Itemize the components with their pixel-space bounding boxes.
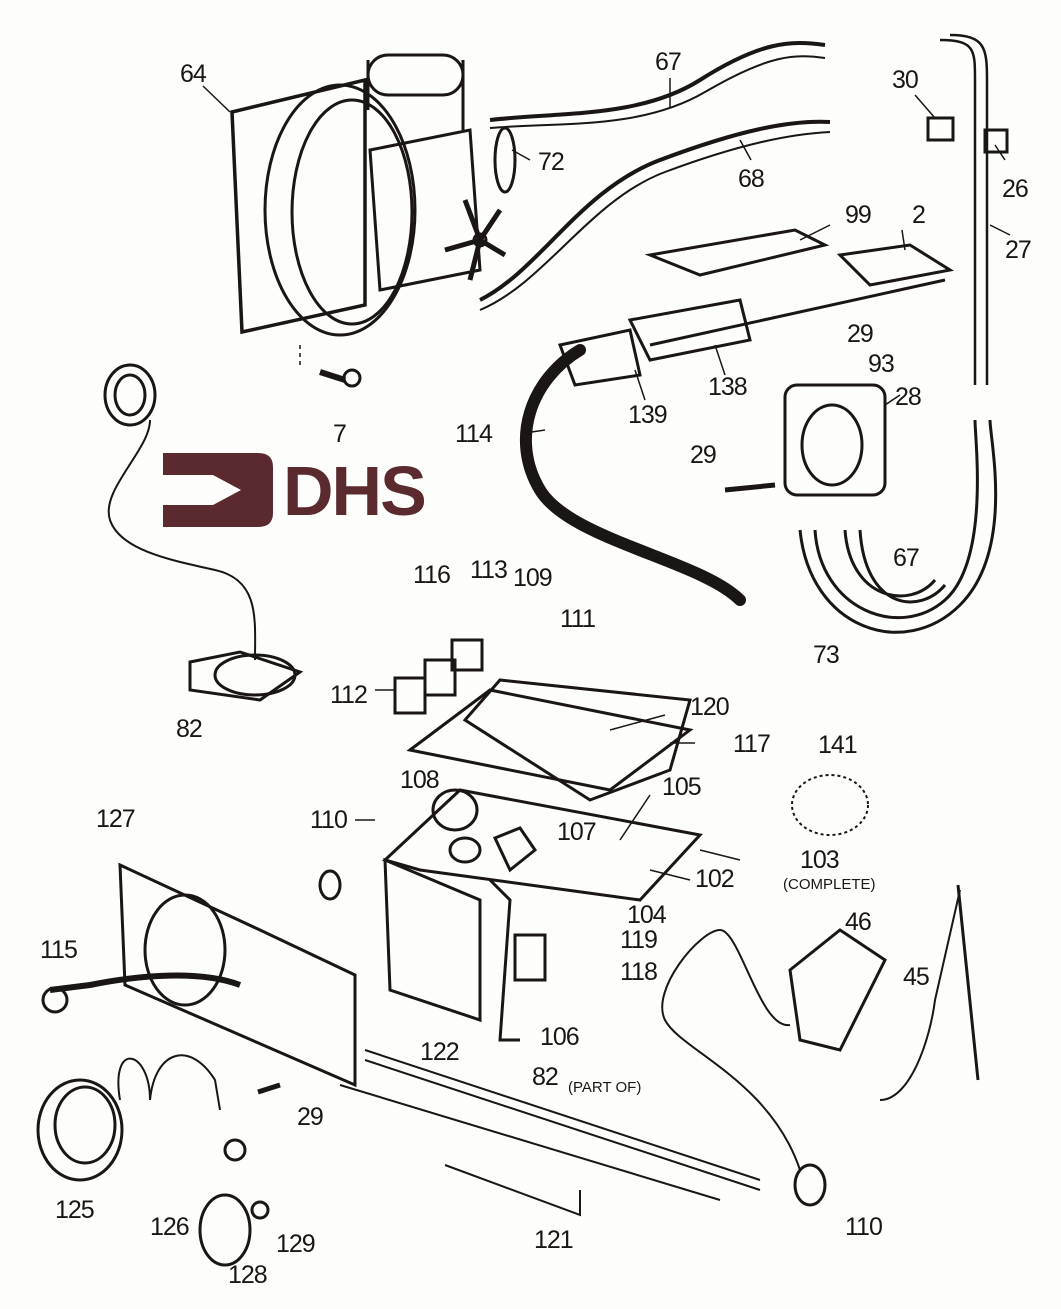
label-27: 27 [1005, 236, 1032, 264]
label-82: 82 [176, 715, 203, 743]
dhs-logo: DHS [163, 452, 463, 530]
label-82-b: 82 [532, 1063, 559, 1091]
label-110: 110 [310, 806, 348, 834]
label-64: 64 [180, 60, 207, 88]
label-102: 102 [695, 865, 735, 893]
label-103: 103 [800, 846, 840, 874]
label-72: 72 [538, 148, 565, 176]
label-141: 141 [818, 731, 858, 759]
label-7: 7 [333, 420, 347, 448]
label-45: 45 [903, 963, 930, 991]
label-120: 120 [690, 693, 730, 721]
label-115: 115 [40, 936, 78, 964]
label-104: 104 [627, 901, 667, 929]
label-29: 29 [847, 320, 874, 348]
label-67-b: 67 [893, 544, 920, 572]
label-129: 129 [276, 1230, 316, 1258]
label-68: 68 [738, 165, 765, 193]
label-116: 116 [413, 561, 451, 589]
complete-note: (COMPLETE) [783, 876, 876, 893]
label-121: 121 [534, 1226, 574, 1254]
label-105: 105 [662, 773, 702, 801]
label-119: 119 [620, 926, 658, 954]
label-73: 73 [813, 641, 840, 669]
label-126: 126 [150, 1213, 190, 1241]
label-2: 2 [912, 201, 926, 229]
label-99: 99 [845, 201, 872, 229]
label-125: 125 [55, 1196, 95, 1224]
label-139: 139 [628, 401, 668, 429]
label-118: 118 [620, 958, 658, 986]
logo-text: DHS [283, 452, 427, 530]
label-106: 106 [540, 1023, 580, 1051]
label-29-b: 29 [690, 441, 717, 469]
label-29-c: 29 [297, 1103, 324, 1131]
label-109: 109 [513, 564, 553, 592]
label-111: 111 [560, 605, 596, 633]
label-67: 67 [655, 48, 682, 76]
label-26: 26 [1002, 175, 1029, 203]
label-128: 128 [228, 1261, 268, 1289]
arrow-logo-icon [163, 453, 273, 527]
fan-assembly [230, 53, 517, 337]
label-28: 28 [895, 383, 922, 411]
label-117: 117 [733, 730, 771, 758]
label-114: 114 [455, 420, 493, 448]
label-30: 30 [892, 66, 919, 94]
label-127: 127 [96, 805, 136, 833]
label-46: 46 [845, 908, 872, 936]
label-107: 107 [557, 818, 597, 846]
label-110-b: 110 [845, 1213, 883, 1241]
label-108: 108 [400, 766, 440, 794]
label-138: 138 [708, 373, 748, 401]
label-113: 113 [470, 556, 508, 584]
label-112: 112 [330, 681, 368, 709]
part-of-note: (PART OF) [568, 1079, 642, 1096]
label-122: 122 [420, 1038, 460, 1066]
label-93: 93 [868, 350, 895, 378]
